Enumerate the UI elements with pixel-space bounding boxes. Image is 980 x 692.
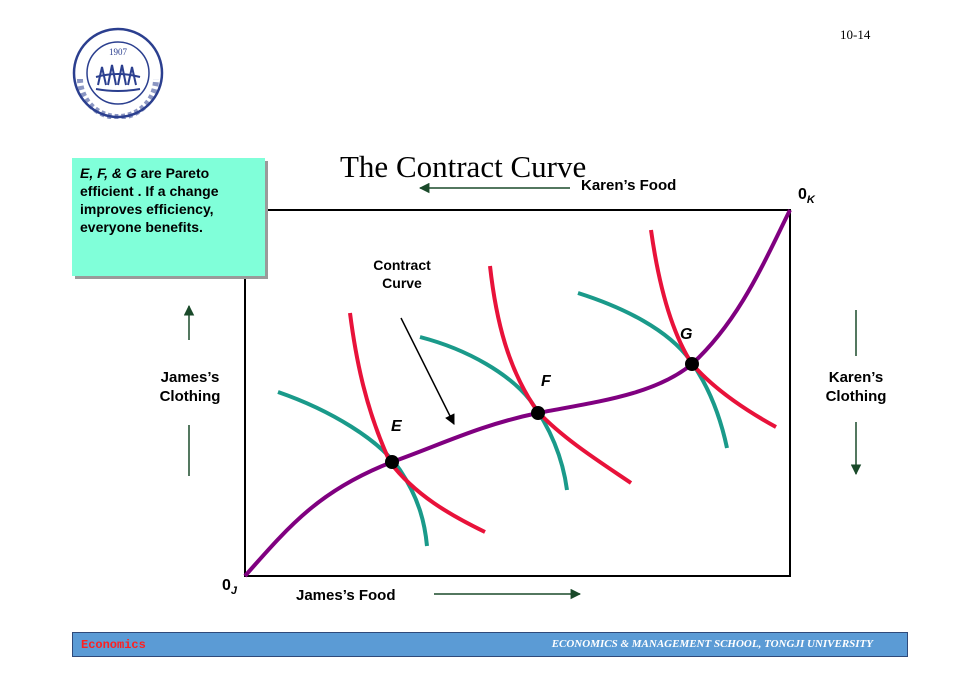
james-clothing-label-line1: James’s [161,369,220,386]
karen-clothing-label-line1: Karen’s [829,369,883,386]
footer-course-label: Economics [81,638,146,652]
point-f-marker [531,406,545,420]
point-f-label: F [541,373,552,390]
page-number: 10-14 [840,27,871,42]
slide-title: The Contract Curve [340,149,587,184]
pareto-callout-box: E, F, & G are Pareto efficient . If a ch… [72,158,265,276]
karen-food-label: Karen’s Food [581,177,676,194]
point-g-label: G [680,326,692,343]
karen-origin-label: 0K [798,186,816,206]
callout-points: E, F, & G [80,165,137,181]
edgeworth-box [244,209,791,577]
james-indifference-curve-1 [277,390,429,547]
callout-text: are Pareto efficient . If a change impro… [80,165,219,235]
point-e-label: E [391,418,403,435]
karen-clothing-label-line2: Clothing [826,388,887,405]
tongji-university-seal-logo: 1907 [72,27,164,119]
contract-curve-label-line1: Contract [373,257,431,273]
point-e-marker [385,455,399,469]
svg-text:1907: 1907 [109,47,128,57]
point-g-marker [685,357,699,371]
contract-curve-pointer-arrow [400,317,455,425]
contract-curve-label-line2: Curve [382,275,422,291]
james-origin-label: 0J [222,577,238,597]
james-food-label: James’s Food [296,587,395,604]
karen-indifference-curve-2 [488,265,633,485]
james-indifference-curve-3 [577,291,729,449]
james-clothing-label-line2: Clothing [160,388,221,405]
footer-bar: Economics ECONOMICS & MANAGEMENT SCHOOL,… [72,632,908,657]
karen-indifference-curve-3 [649,229,777,429]
footer-school-label: ECONOMICS & MANAGEMENT SCHOOL, TONGJI UN… [551,638,873,650]
